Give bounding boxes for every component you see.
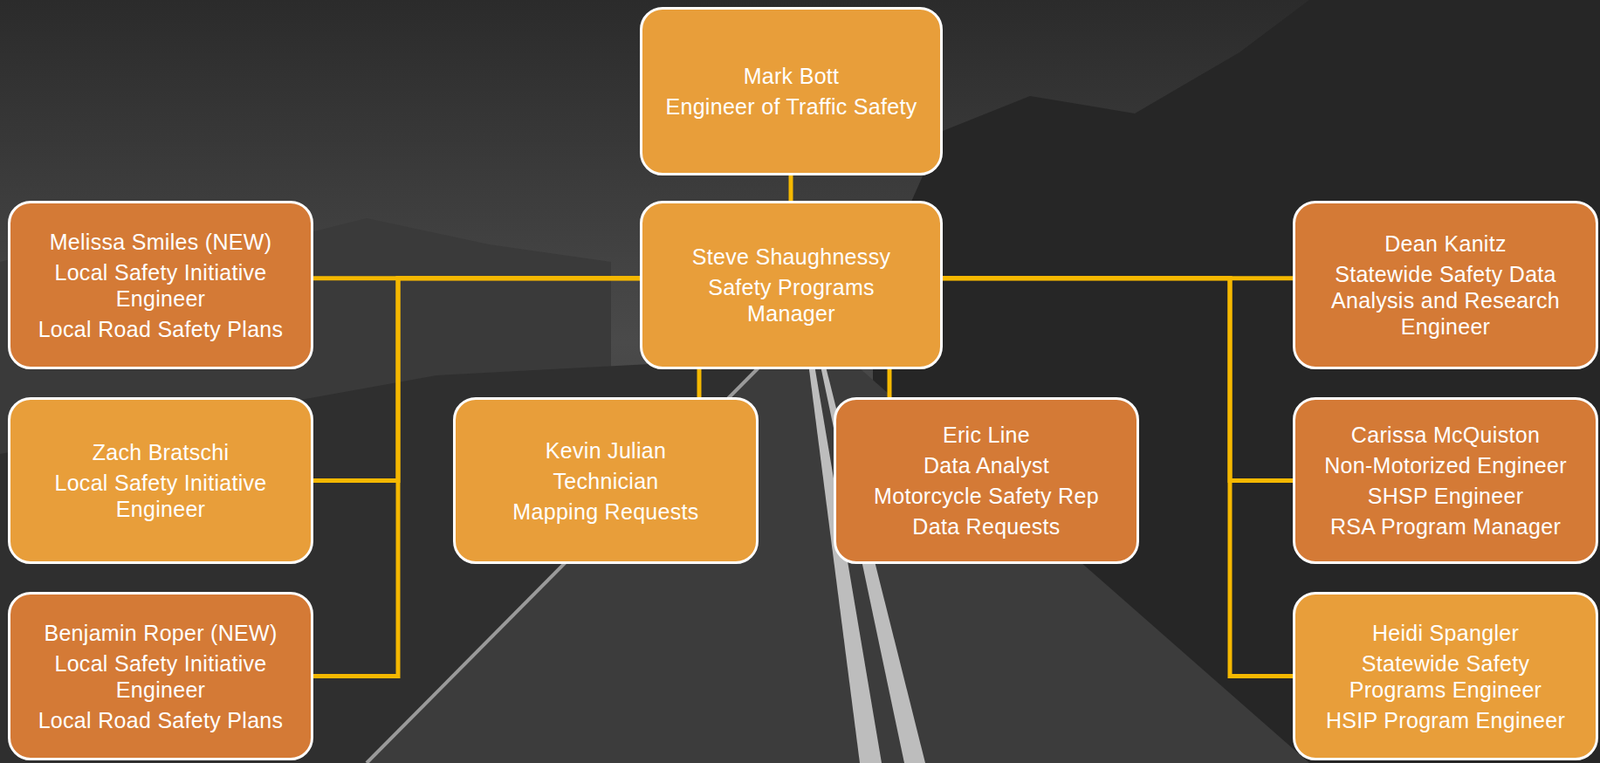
box-content: Eric LineData AnalystMotorcycle Safety R… <box>855 417 1118 544</box>
role-text: Safety Programs Manager <box>661 274 921 327</box>
person-name: Melissa Smiles (NEW) <box>29 228 292 255</box>
role-text: Engineer of Traffic Safety <box>661 93 921 120</box>
role-text: Data Requests <box>855 513 1118 540</box>
person-name: Dean Kanitz <box>1314 230 1577 257</box>
role-text: Local Safety Initiative Engineer <box>29 469 292 522</box>
role-text: Motorcycle Safety Rep <box>855 482 1118 509</box>
box-content: Mark BottEngineer of Traffic Safety <box>661 58 921 124</box>
box-content: Carissa McQuistonNon-Motorized EngineerS… <box>1314 417 1577 544</box>
box-content: Zach BratschiLocal Safety Initiative Eng… <box>29 434 292 527</box>
person-name: Mark Bott <box>661 62 921 90</box>
connector-line <box>887 369 893 398</box>
org-box: Dean KanitzStatewide Safety Data Analysi… <box>1292 200 1599 370</box>
org-box: Steve ShaughnessySafety Programs Manager <box>639 200 943 370</box>
box-content: Benjamin Roper (NEW) Local Safety Initiat… <box>29 615 292 738</box>
role-text: HSIP Program Engineer <box>1314 707 1577 734</box>
role-text: Local Road Safety Plans <box>29 315 292 343</box>
role-text: Mapping Requests <box>474 498 737 525</box>
role-text: Local Road Safety Plans <box>29 707 292 734</box>
role-text: RSA Program Manager <box>1314 513 1577 540</box>
road-edge <box>366 349 777 763</box>
person-name: Heidi Spangler <box>1314 619 1577 646</box>
person-name: Benjamin Roper (NEW) <box>29 619 292 646</box>
org-box: Kevin JulianTechnicianMapping Requests <box>453 397 759 564</box>
org-box: Mark BottEngineer of Traffic Safety <box>639 6 943 176</box>
org-box: Carissa McQuistonNon-Motorized EngineerS… <box>1292 397 1599 564</box>
org-box: Eric LineData AnalystMotorcycle Safety R… <box>833 397 1140 564</box>
org-box: Melissa Smiles (NEW) Local Safety Initiat… <box>7 200 314 370</box>
org-box: Benjamin Roper (NEW) Local Safety Initiat… <box>7 591 314 761</box>
role-text: Local Safety Initiative Engineer <box>29 650 292 703</box>
role-text: Non-Motorized Engineer <box>1314 452 1577 479</box>
connector-line <box>789 175 794 201</box>
role-text: Statewide Safety Data Analysis and Resea… <box>1314 260 1577 340</box>
road <box>366 349 1310 763</box>
person-name: Zach Bratschi <box>29 439 292 466</box>
box-content: Dean KanitzStatewide Safety Data Analysi… <box>1314 226 1577 344</box>
role-text: Data Analyst <box>855 452 1118 479</box>
box-content: Steve ShaughnessySafety Programs Manager <box>661 239 921 331</box>
box-content: Kevin JulianTechnicianMapping Requests <box>474 432 737 529</box>
box-content: Melissa Smiles (NEW) Local Safety Initiat… <box>29 224 292 347</box>
person-name: Eric Line <box>855 421 1118 448</box>
person-name: Carissa McQuiston <box>1314 421 1577 448</box>
role-text: Statewide Safety Programs Engineer <box>1314 650 1577 703</box>
org-box: Zach BratschiLocal Safety Initiative Eng… <box>7 397 314 564</box>
box-content: Heidi SpanglerStatewide Safety Programs … <box>1314 615 1577 738</box>
org-box: Heidi SpanglerStatewide Safety Programs … <box>1292 591 1599 761</box>
connector-line <box>697 369 702 398</box>
person-name: Steve Shaughnessy <box>661 243 921 270</box>
role-text: Local Safety Initiative Engineer <box>29 259 292 312</box>
role-text: Technician <box>474 467 737 495</box>
person-name: Kevin Julian <box>474 437 737 464</box>
role-text: SHSP Engineer <box>1314 482 1577 509</box>
